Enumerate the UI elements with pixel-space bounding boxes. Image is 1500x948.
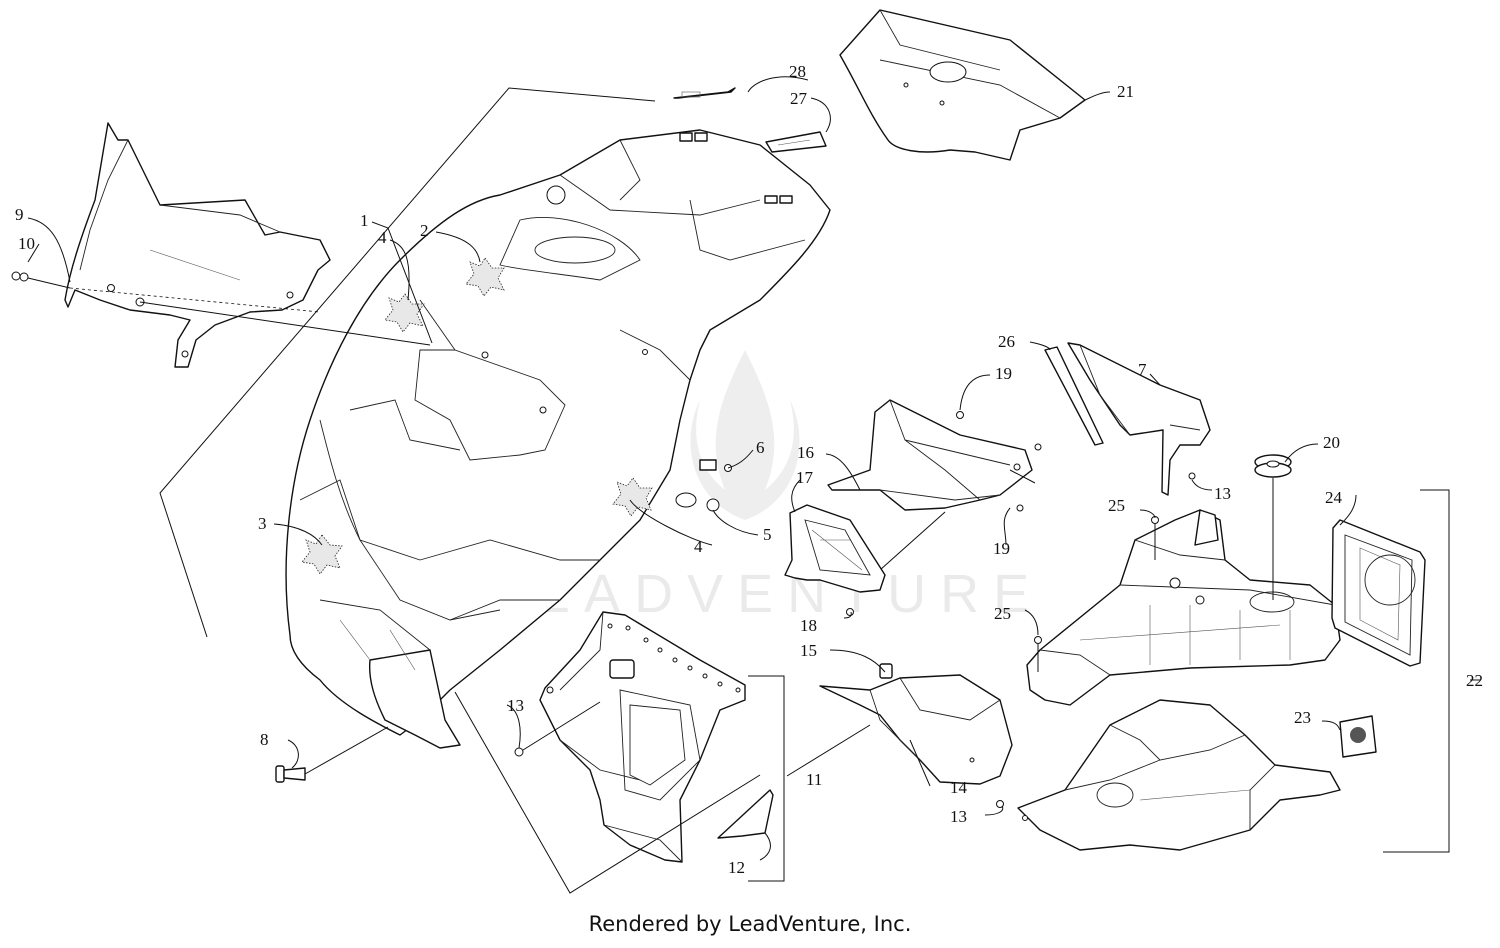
callout-8: 8 [260, 730, 269, 749]
part-24-inlet-boot [1331, 519, 1426, 667]
callout-22: 22 [1466, 671, 1483, 690]
callout-4-left: 4 [378, 228, 387, 247]
callout-14: 14 [950, 778, 968, 797]
part-4-decal-left [384, 293, 425, 333]
callout-10: 10 [18, 234, 35, 253]
callout-28: 28 [789, 62, 806, 81]
part-11-belly-pan [539, 611, 746, 863]
part-1-bracket-line [159, 87, 656, 638]
part-4-decal-right [612, 477, 653, 517]
callout-25-top: 25 [1108, 496, 1125, 515]
callout-20: 20 [1323, 433, 1340, 452]
callout-12: 12 [728, 858, 745, 877]
callout-19-top: 19 [995, 364, 1012, 383]
callout-25-bottom: 25 [994, 604, 1011, 623]
callout-6: 6 [756, 438, 765, 457]
callout-labels: 1 2 4 9 10 3 4 5 6 28 27 21 26 7 19 16 1… [15, 62, 1483, 877]
callout-21: 21 [1117, 82, 1134, 101]
part-22-airbox-lower [1017, 699, 1341, 851]
callout-2: 2 [420, 221, 429, 240]
part-1-hood [285, 129, 831, 749]
callout-1: 1 [360, 211, 369, 230]
callout-16: 16 [797, 443, 814, 462]
part-12-bracket [717, 789, 774, 839]
part-10-screw [11, 271, 321, 313]
callout-24: 24 [1325, 488, 1343, 507]
part-28-decal [673, 87, 736, 99]
part-16-duct [827, 399, 1033, 511]
part-15-clip [879, 663, 893, 679]
callout-23: 23 [1294, 708, 1311, 727]
callout-7: 7 [1138, 360, 1147, 379]
part-13-screw-underpan [996, 800, 1004, 808]
callout-15: 15 [800, 641, 817, 660]
callout-13-belly: 13 [507, 696, 524, 715]
part-22-bracket-line [1383, 489, 1450, 853]
callout-18: 18 [800, 616, 817, 635]
part-27-decal [765, 131, 827, 153]
part-1-lower-link-line [454, 691, 761, 894]
callout-9: 9 [15, 205, 24, 224]
part-17-frame [784, 504, 886, 593]
part-23-filter-pad [1339, 715, 1377, 758]
part-9-to-hood-line [139, 301, 431, 346]
callout-11: 11 [806, 770, 822, 789]
callout-3: 3 [258, 514, 267, 533]
part-9-side-panel [64, 122, 331, 368]
watermark-logo [690, 350, 800, 520]
part-14-underpan [819, 674, 1013, 785]
callout-13-right: 13 [1214, 484, 1231, 503]
part-8-bolt [275, 726, 389, 783]
callout-27: 27 [790, 89, 808, 108]
footer-credit: Rendered by LeadVenture, Inc. [588, 912, 912, 936]
part-21-top-cover [839, 9, 1086, 161]
part-2-decal [465, 257, 505, 297]
callout-13-underpan: 13 [950, 807, 967, 826]
part-3-decal [301, 534, 343, 575]
callout-4-right: 4 [694, 537, 703, 556]
part-18-screw [846, 608, 854, 616]
part-20-grommet [1254, 454, 1292, 600]
part-26-strip [1044, 346, 1104, 446]
part-22-airbox-upper [1026, 509, 1341, 706]
part-11-bracket-line [748, 675, 785, 882]
part-25-screws [1034, 516, 1159, 672]
part-6-clip [699, 459, 732, 472]
callout-26: 26 [998, 332, 1015, 351]
callout-17: 17 [796, 468, 814, 487]
callout-5: 5 [763, 525, 772, 544]
callout-leaders [27, 76, 1480, 861]
part-14-to-11-line [786, 724, 871, 777]
part-7-deflector [1067, 342, 1211, 496]
callout-19-bottom: 19 [993, 539, 1010, 558]
part-16-link-line [879, 469, 1036, 571]
part-19-screw-bottom [1016, 504, 1024, 512]
part-19-screw-top [956, 411, 1042, 451]
